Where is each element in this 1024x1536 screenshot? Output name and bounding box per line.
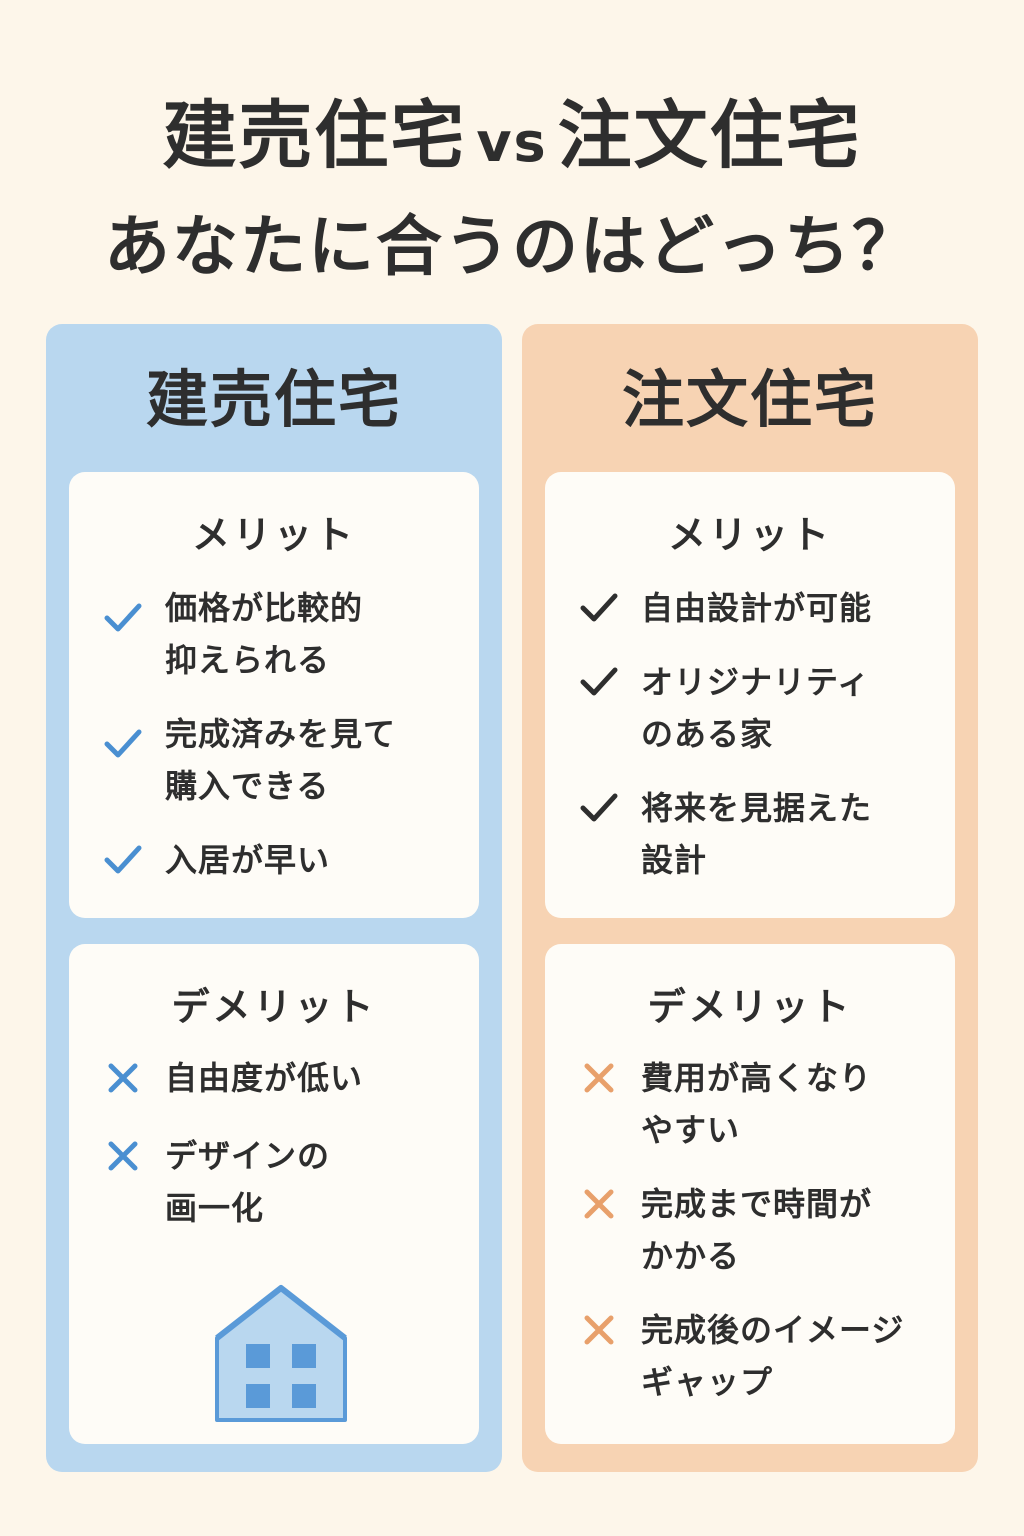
tateuri-merit-heading: メリット — [191, 513, 356, 557]
tateuri-merit-card: メリット 価格が比較的 抑えられる 完成済みを見て 購入できる 入居が早い — [69, 472, 479, 918]
chumon-heading: 注文住宅 — [621, 363, 878, 436]
item-text: 完成済みを見て 購入できる — [165, 715, 397, 805]
chumon-merit-card: メリット 自由設計が可能 オリジナリティ のある家 将来を見据えた 設計 — [545, 472, 955, 918]
title-line-2: あなたに合うのはどっち？ — [104, 208, 920, 285]
item-text: 費用が高くなり やすい — [641, 1059, 873, 1149]
house-icon — [213, 1284, 349, 1424]
check-icon — [577, 586, 621, 630]
tateuri-demerit-card: デメリット 自由度が低い デザインの 画一化 — [69, 944, 479, 1444]
cross-icon — [101, 1056, 145, 1100]
item-text: デザインの 画一化 — [165, 1137, 331, 1227]
title-vs: vs — [476, 111, 548, 174]
chumon-demerit-card: デメリット 費用が高くなり やすい 完成まで時間が かかる 完成後のイメージ ギ… — [545, 944, 955, 1444]
title-chumon: 注文住宅 — [557, 93, 862, 179]
check-icon — [577, 786, 621, 830]
item-text: 自由度が低い — [165, 1059, 364, 1097]
item-text: 価格が比較的 抑えられる — [165, 589, 364, 679]
item-text: オリジナリティ のある家 — [641, 663, 871, 753]
check-icon — [101, 596, 145, 640]
chumon-merit-heading: メリット — [667, 513, 832, 557]
item-text: 完成後のイメージ ギャップ — [641, 1311, 905, 1401]
item-text: 完成まで時間が かかる — [641, 1185, 873, 1275]
cross-icon — [101, 1134, 145, 1178]
item-text: 入居が早い — [165, 841, 331, 879]
item-text: 将来を見据えた 設計 — [641, 789, 873, 879]
cross-icon — [577, 1056, 621, 1100]
title-tateuri: 建売住宅 — [162, 93, 467, 179]
check-icon — [577, 660, 621, 704]
item-text: 自由設計が可能 — [641, 589, 873, 627]
cross-icon — [577, 1308, 621, 1352]
check-icon — [101, 838, 145, 882]
cross-icon — [577, 1182, 621, 1226]
check-icon — [101, 722, 145, 766]
tateuri-demerit-heading: デメリット — [171, 985, 377, 1029]
chumon-demerit-heading: デメリット — [647, 985, 853, 1029]
tateuri-heading: 建売住宅 — [145, 363, 402, 436]
